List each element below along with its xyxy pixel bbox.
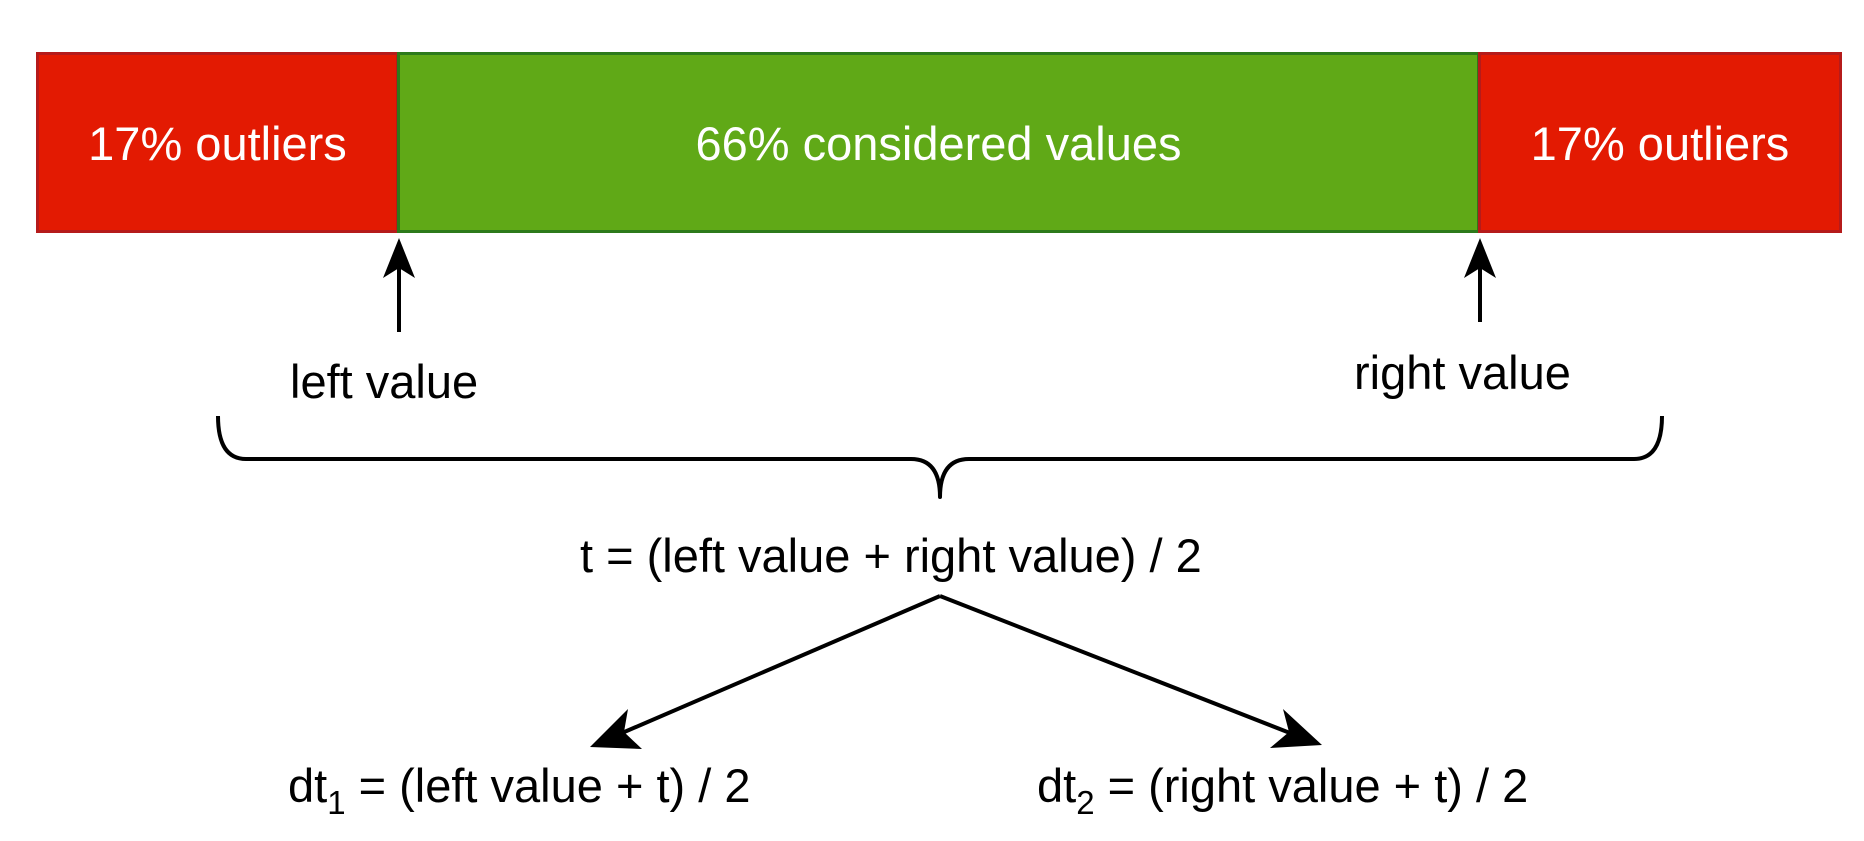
- outliers-left-segment: 17% outliers: [36, 52, 399, 233]
- left-value-label: left value: [290, 355, 479, 408]
- t-formula: t = (left value + right value) / 2: [580, 529, 1202, 582]
- dt2-prefix: dt: [1037, 759, 1077, 812]
- considered-values-label: 66% considered values: [695, 117, 1182, 170]
- outliers-right-label: 17% outliers: [1530, 117, 1790, 170]
- considered-values-segment: 66% considered values: [397, 52, 1480, 233]
- outliers-right-segment: 17% outliers: [1478, 52, 1842, 233]
- outliers-left-label: 17% outliers: [88, 117, 347, 170]
- arrow-to-dt1: [590, 594, 941, 749]
- dt1-prefix: dt: [288, 759, 328, 812]
- dt1-expression: = (left value + t) / 2: [345, 759, 751, 812]
- right-value-label: right value: [1354, 346, 1571, 399]
- dt1-subscript: 1: [327, 784, 346, 821]
- curly-brace: [216, 415, 1664, 499]
- dt2-expression: = (right value + t) / 2: [1094, 759, 1529, 812]
- dt1-formula: dt1 = (left value + t) / 2: [288, 759, 751, 819]
- right-value-arrow: [1464, 238, 1496, 322]
- dt2-subscript: 2: [1076, 784, 1095, 821]
- arrow-to-dt2: [939, 594, 1322, 748]
- dt2-formula: dt2 = (right value + t) / 2: [1037, 759, 1529, 819]
- left-value-arrow: [383, 238, 415, 332]
